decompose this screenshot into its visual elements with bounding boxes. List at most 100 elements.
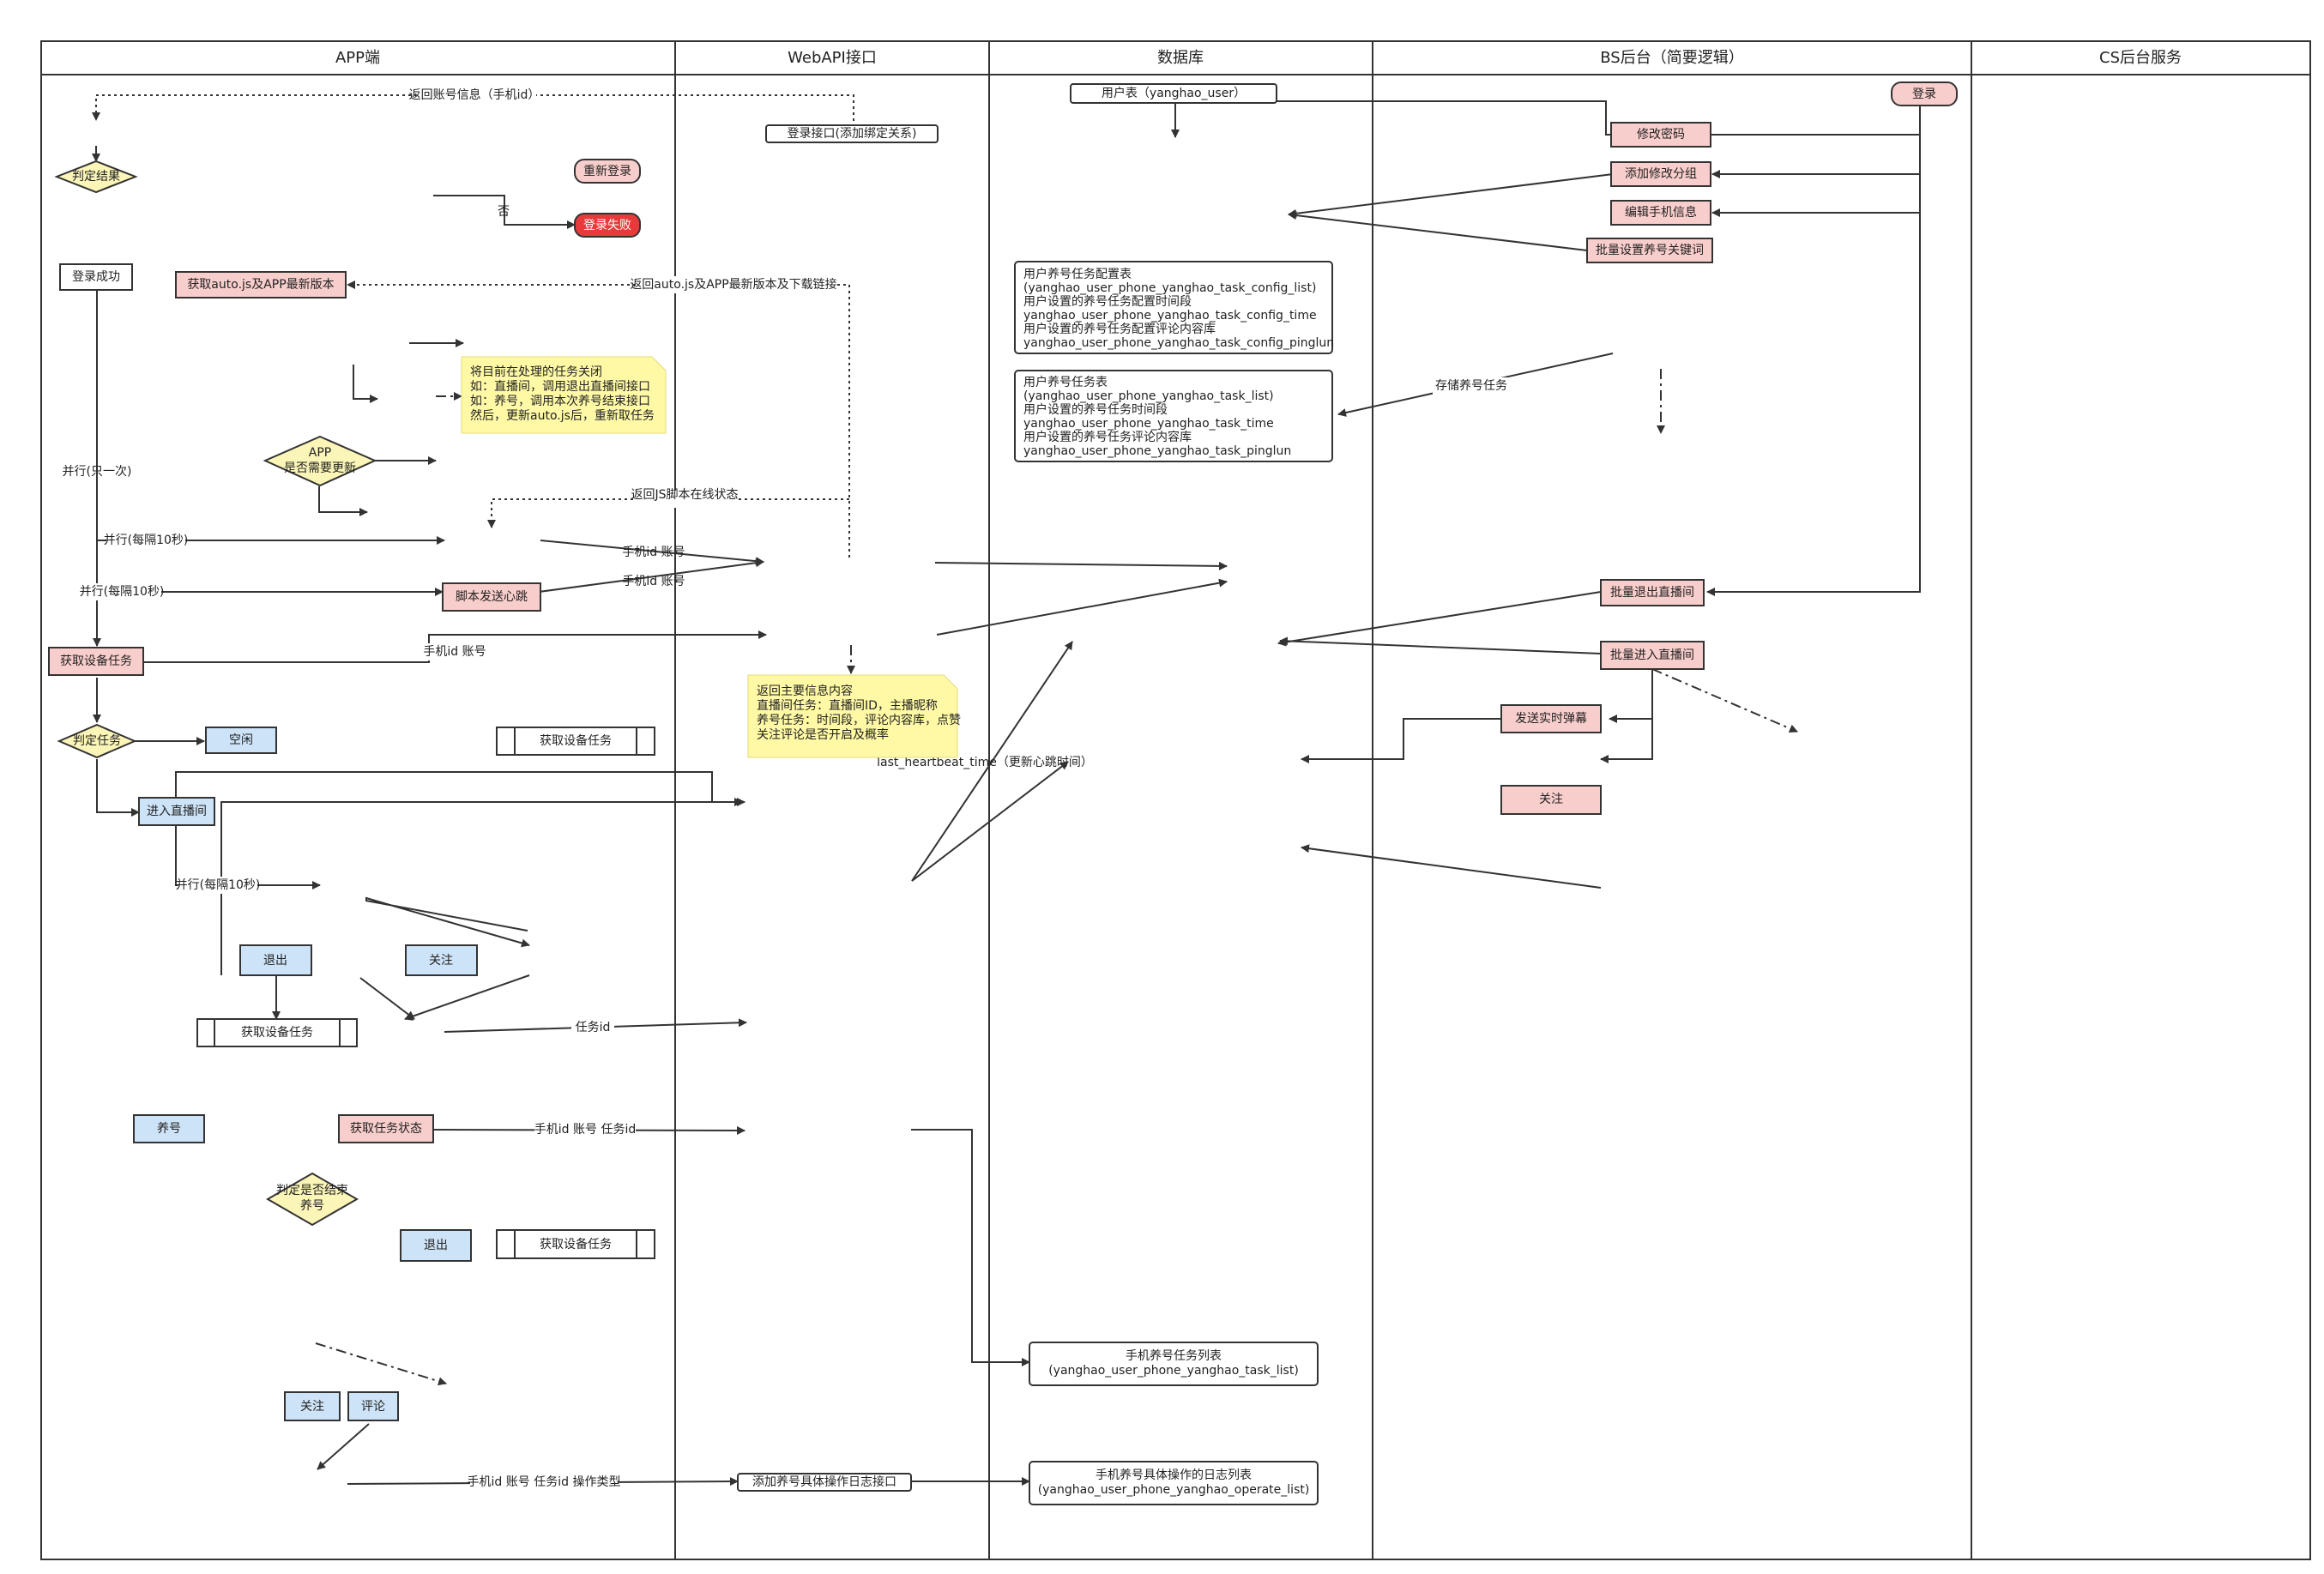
idle-box[interactable]: 空闲 [205,727,277,754]
svg-text:是否需要更新: 是否需要更新 [284,461,356,475]
user-table-box: 用户表（yanghao_user） [1070,83,1277,104]
get-device-task-process-2[interactable]: 获取设备任务 [196,1018,358,1047]
connectors [92,94,1921,1487]
get-device-task-process-1[interactable]: 获取设备任务 [496,727,655,756]
svg-text:如：养号，调用本次养号结束接口: 如：养号，调用本次养号结束接口 [470,394,650,408]
label-parallel-10s-b: 并行(每隔10秒) [80,585,165,599]
phone-operate-log-box: 手机养号具体操作的日志列表 (yanghao_user_phone_yangha… [1029,1461,1319,1505]
svg-text:用户设置的养号任务配置时间段: 用户设置的养号任务配置时间段 [1023,294,1192,309]
add-log-api-box[interactable]: 添加养号具体操作日志接口 [737,1473,912,1492]
svg-text:yanghao_user_phone_yanghao_tas: yanghao_user_phone_yanghao_task_config_t… [1023,309,1317,323]
yanghao-box[interactable]: 养号 [133,1114,205,1143]
svg-text:yanghao_user_phone_yanghao_tas: yanghao_user_phone_yanghao_task_pinglun [1023,444,1291,458]
svg-text:如：直播间，调用退出直播间接口: 如：直播间，调用退出直播间接口 [470,379,650,394]
enter-live-box[interactable]: 进入直播间 [138,797,215,826]
batch-exit-live-box[interactable]: 批量退出直播间 [1600,579,1705,606]
svg-text:yanghao_user_phone_yanghao_tas: yanghao_user_phone_yanghao_task_config_p… [1023,336,1334,350]
label-no: 否 [498,205,510,219]
app-need-update-diamond: APP 是否需要更新 [263,435,377,487]
get-device-task-box[interactable]: 获取设备任务 [48,647,144,676]
svg-text:发送实时弹幕: 发送实时弹幕 [1515,712,1587,726]
batch-enter-live-box[interactable]: 批量进入直播间 [1600,641,1705,670]
lane-header-app: APP端 [335,49,380,67]
svg-text:关注: 关注 [300,1400,324,1414]
svg-text:重新登录: 重新登录 [583,165,631,178]
label-store-task: 存储养号任务 [1435,379,1507,393]
svg-text:(yanghao_user_phone_yanghao_ta: (yanghao_user_phone_yanghao_task_config_… [1023,281,1316,295]
task-table-box: 用户养号任务表 (yanghao_user_phone_yanghao_task… [1014,370,1333,462]
label-phone-account-1: 手机id 账号 [622,546,685,559]
exit-box-2[interactable]: 退出 [400,1229,472,1262]
svg-text:获取设备任务: 获取设备任务 [540,1237,612,1251]
lane-header-bs-backend: BS后台（简要逻辑） [1600,49,1743,67]
svg-text:空闲: 空闲 [229,733,253,747]
bs-login-button[interactable]: 登录 [1891,81,1958,106]
comment-box[interactable]: 评论 [347,1391,399,1421]
svg-text:养号: 养号 [157,1122,181,1136]
follow-box-2[interactable]: 关注 [284,1391,341,1421]
svg-text:评论: 评论 [361,1400,385,1414]
svg-text:用户养号任务表: 用户养号任务表 [1023,375,1108,389]
svg-text:获取设备任务: 获取设备任务 [60,654,132,668]
svg-text:用户养号任务配置表: 用户养号任务配置表 [1023,267,1132,281]
lane-header-database: 数据库 [1157,49,1204,67]
follow-box-1[interactable]: 关注 [405,944,478,976]
judge-task-diamond: 判定任务 [57,723,137,759]
connector-labels: 返回账号信息（手机id） 否 返回auto.js及APP最新版本及下载链接 并行… [63,87,1510,1491]
svg-text:然后，更新auto.js后，重新取任务: 然后，更新auto.js后，重新取任务 [470,408,655,423]
svg-text:手机养号任务列表: 手机养号任务列表 [1126,1349,1222,1363]
svg-text:判定是否结束: 判定是否结束 [276,1184,348,1197]
svg-text:批量进入直播间: 批量进入直播间 [1610,648,1694,662]
change-password-box[interactable]: 修改密码 [1610,122,1711,148]
login-fail-button[interactable]: 登录失败 [574,213,641,238]
label-phone-account-3: 手机id 账号 [423,645,486,659]
relogin-button[interactable]: 重新登录 [574,159,641,184]
label-return-account: 返回账号信息（手机id） [409,87,540,102]
label-parallel-once: 并行(只一次) [63,465,132,479]
heartbeat-box[interactable]: 脚本发送心跳 [442,582,541,612]
lane-header-webapi: WebAPI接口 [788,49,877,67]
send-danmaku-box[interactable]: 发送实时弹幕 [1500,704,1602,733]
login-api-box[interactable]: 登录接口(添加绑定关系) [765,124,939,143]
svg-text:获取设备任务: 获取设备任务 [241,1025,313,1040]
svg-text:判定任务: 判定任务 [73,734,121,748]
svg-text:退出: 退出 [424,1239,448,1252]
svg-text:(yanghao_user_phone_yanghao_ta: (yanghao_user_phone_yanghao_task_list) [1048,1364,1299,1378]
get-autojs-version-box[interactable]: 获取auto.js及APP最新版本 [175,271,347,299]
svg-text:登录失败: 登录失败 [583,219,631,232]
svg-text:判定结果: 判定结果 [72,170,120,184]
svg-text:批量设置养号关键词: 批量设置养号关键词 [1596,244,1704,257]
get-device-task-process-3[interactable]: 获取设备任务 [496,1229,655,1259]
svg-text:获取任务状态: 获取任务状态 [350,1122,422,1136]
svg-text:用户设置的养号任务配置评论内容库: 用户设置的养号任务配置评论内容库 [1023,322,1216,336]
label-return-autojs: 返回auto.js及APP最新版本及下载链接 [630,277,836,292]
label-task-id: 任务id [576,1021,611,1034]
login-success-box: 登录成功 [59,263,133,291]
label-phone-account-2: 手机id 账号 [622,575,685,588]
edit-phone-box[interactable]: 编辑手机信息 [1610,200,1711,226]
svg-text:用户设置的养号任务时间段: 用户设置的养号任务时间段 [1023,402,1168,417]
svg-text:编辑手机信息: 编辑手机信息 [1625,205,1697,220]
label-phone-account-task-op: 手机id 账号 任务id 操作类型 [468,1475,621,1489]
note-close-current-task: 将目前在处理的任务关闭 如：直播间，调用退出直播间接口 如：养号，调用本次养号结… [461,356,667,434]
svg-text:(yanghao_user_phone_yanghao_ta: (yanghao_user_phone_yanghao_task_list) [1023,389,1274,403]
svg-text:关注: 关注 [429,954,453,968]
svg-text:手机养号具体操作的日志列表: 手机养号具体操作的日志列表 [1096,1468,1252,1482]
svg-text:关注: 关注 [1539,793,1563,806]
svg-text:退出: 退出 [263,954,287,968]
bs-follow-box[interactable]: 关注 [1500,785,1602,815]
judge-end-diamond: 判定是否结束 养号 [265,1172,359,1227]
get-task-status-box[interactable]: 获取任务状态 [338,1114,434,1143]
phone-task-list-box: 手机养号任务列表 (yanghao_user_phone_yanghao_tas… [1029,1342,1319,1386]
svg-text:脚本发送心跳: 脚本发送心跳 [456,590,528,604]
label-phone-account-task: 手机id 账号 任务id [534,1123,636,1137]
add-group-box[interactable]: 添加修改分组 [1610,161,1711,187]
svg-text:添加修改分组: 添加修改分组 [1625,167,1697,181]
svg-text:APP: APP [309,446,331,460]
swimlane-frame [40,40,2311,1560]
svg-text:登录: 登录 [1912,87,1936,101]
svg-text:登录接口(添加绑定关系): 登录接口(添加绑定关系) [788,126,917,141]
batch-keywords-box[interactable]: 批量设置养号关键词 [1586,238,1713,263]
exit-box-1[interactable]: 退出 [239,944,312,976]
label-heartbeat-field: last_heartbeat_time（更新心跳时间） [877,756,1093,769]
